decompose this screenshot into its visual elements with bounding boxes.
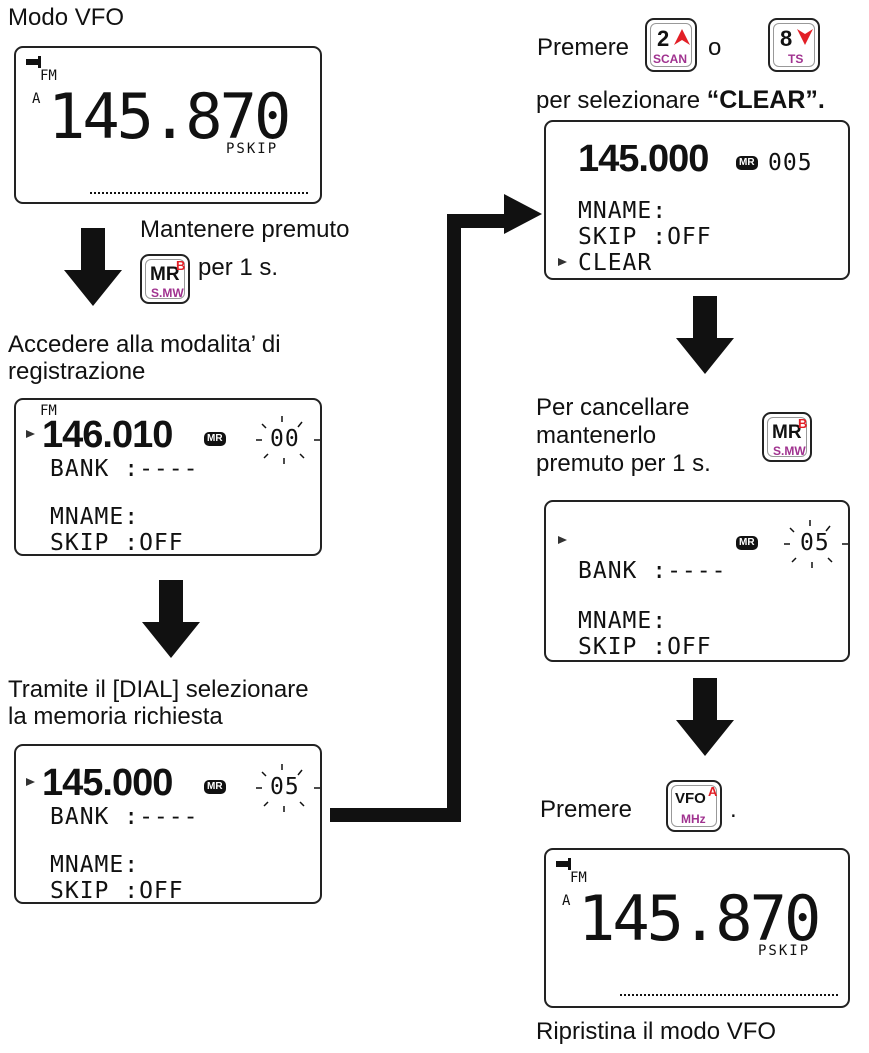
channel-number: 05 (800, 530, 830, 556)
bank-row: BANK :---- (50, 456, 199, 482)
caption-select-prefix: per selezionare (536, 87, 707, 114)
mr-badge: MR (204, 780, 226, 794)
arrow-down-icon (64, 228, 122, 306)
frequency-display: 145.000 (42, 762, 173, 804)
clear-row: CLEAR (578, 250, 653, 276)
antenna-icon (26, 56, 41, 68)
lcd-register: FM 146.010 MR 00 BANK :---- MNAME: SKIP … (14, 398, 322, 556)
antenna-icon (556, 858, 571, 870)
key-sub-label: SCAN (653, 52, 688, 66)
mr-badge: MR (736, 536, 758, 550)
mr-badge: MR (204, 432, 226, 446)
lcd-vfo-mode: FM A 145.870 PSKIP (14, 46, 322, 204)
caption-vfo-mode: Modo VFO (8, 4, 125, 31)
caption-delete-2: mantenerlo (536, 422, 657, 449)
lcd-cleared: MR 05 BANK :---- MNAME: SKIP :OFF (544, 500, 850, 662)
caption-access-2: registrazione (8, 358, 146, 385)
caption-delete-1: Per cancellare (536, 394, 690, 421)
lcd-select-memory: 145.000 MR 05 BANK :---- MNAME: SKIP :OF… (14, 744, 322, 904)
caption-press: Premere (537, 34, 630, 61)
frequency-display: 145.870 (578, 882, 821, 955)
key-sup-label: B (176, 258, 186, 273)
mname-row: MNAME: (578, 608, 668, 634)
key-sub-label: TS (788, 52, 804, 66)
caption-press-vfo: Premere (540, 796, 633, 823)
channel-number: 005 (768, 150, 813, 176)
mode-label: FM (570, 870, 587, 886)
key-sub-label: MHz (681, 812, 706, 826)
key-main-label: MR (150, 264, 180, 285)
skip-row: SKIP :OFF (578, 634, 712, 660)
caption-hold: Mantenere premuto (140, 216, 350, 243)
bank-row: BANK :---- (50, 804, 199, 830)
key-main-label: 8 (780, 26, 793, 51)
caption-restore: Ripristina il modo VFO (536, 1018, 777, 1045)
caption-select-clear: per selezionare “CLEAR”. (536, 86, 825, 115)
s-meter (90, 188, 308, 194)
pointer-icon (26, 430, 35, 438)
caret-up-icon (674, 29, 690, 45)
lcd-clear-menu: 145.000 MR 005 MNAME: SKIP :OFF CLEAR (544, 120, 850, 280)
mname-row: MNAME: (578, 198, 668, 224)
caption-clear-word: “CLEAR”. (706, 86, 825, 114)
frequency-display: 146.010 (42, 414, 173, 456)
skip-row: SKIP :OFF (50, 878, 184, 904)
key-sup-label: A (708, 784, 718, 799)
mr-key-button[interactable]: MR B S.MW (762, 412, 812, 462)
bank-row: BANK :---- (578, 558, 727, 584)
skip-row: SKIP :OFF (50, 530, 184, 556)
mname-row: MNAME: (50, 504, 140, 530)
arrow-down-icon (676, 296, 734, 374)
caption-for-1s: per 1 s. (198, 254, 279, 281)
frequency-display: 145.870 (48, 80, 291, 153)
mode-label: FM (40, 68, 57, 84)
key-sup-label: B (798, 416, 808, 431)
ts-key-button[interactable]: 8 TS (768, 18, 820, 72)
caption-dial-2: la memoria richiesta (8, 703, 223, 730)
skip-row: SKIP :OFF (578, 224, 712, 250)
pointer-icon (558, 536, 567, 544)
pointer-icon (558, 258, 567, 266)
mname-row: MNAME: (50, 852, 140, 878)
mr-key-button[interactable]: MR B S.MW (140, 254, 190, 304)
pskip-label: PSKIP (226, 141, 279, 157)
vfo-letter: A (32, 91, 41, 107)
blink-icon (784, 520, 848, 568)
arrow-down-icon (676, 678, 734, 756)
caption-access-1: Accedere alla modalita’ di (8, 331, 281, 358)
caption-dial-1: Tramite il [DIAL] selezionare (8, 676, 309, 703)
blink-icon (256, 416, 320, 464)
pskip-label: PSKIP (758, 943, 811, 959)
caption-press-vfo-end: . (730, 796, 737, 823)
key-main-label: MR (772, 422, 802, 443)
key-main-label: VFO (675, 790, 706, 807)
frequency-display: 145.000 (578, 138, 709, 180)
arrow-down-icon (142, 580, 200, 658)
channel-number: 05 (270, 774, 300, 800)
channel-number: 00 (270, 426, 300, 452)
lcd-vfo-restored: FM A 145.870 PSKIP (544, 848, 850, 1008)
scan-key-button[interactable]: 2 SCAN (645, 18, 697, 72)
mode-label: FM (40, 403, 57, 419)
caption-or: o (708, 34, 722, 61)
connector-arrow-icon (330, 194, 542, 822)
pointer-icon (26, 778, 35, 786)
mr-badge: MR (736, 156, 758, 170)
caret-down-icon (797, 29, 813, 45)
s-meter (620, 990, 838, 996)
key-main-label: 2 (657, 26, 670, 51)
key-sub-label: S.MW (151, 286, 184, 300)
blink-icon (256, 764, 320, 812)
vfo-letter: A (562, 893, 571, 909)
vfo-key-button[interactable]: VFO A MHz (666, 780, 722, 832)
caption-delete-3: premuto per 1 s. (536, 450, 711, 477)
key-sub-label: S.MW (773, 444, 806, 458)
